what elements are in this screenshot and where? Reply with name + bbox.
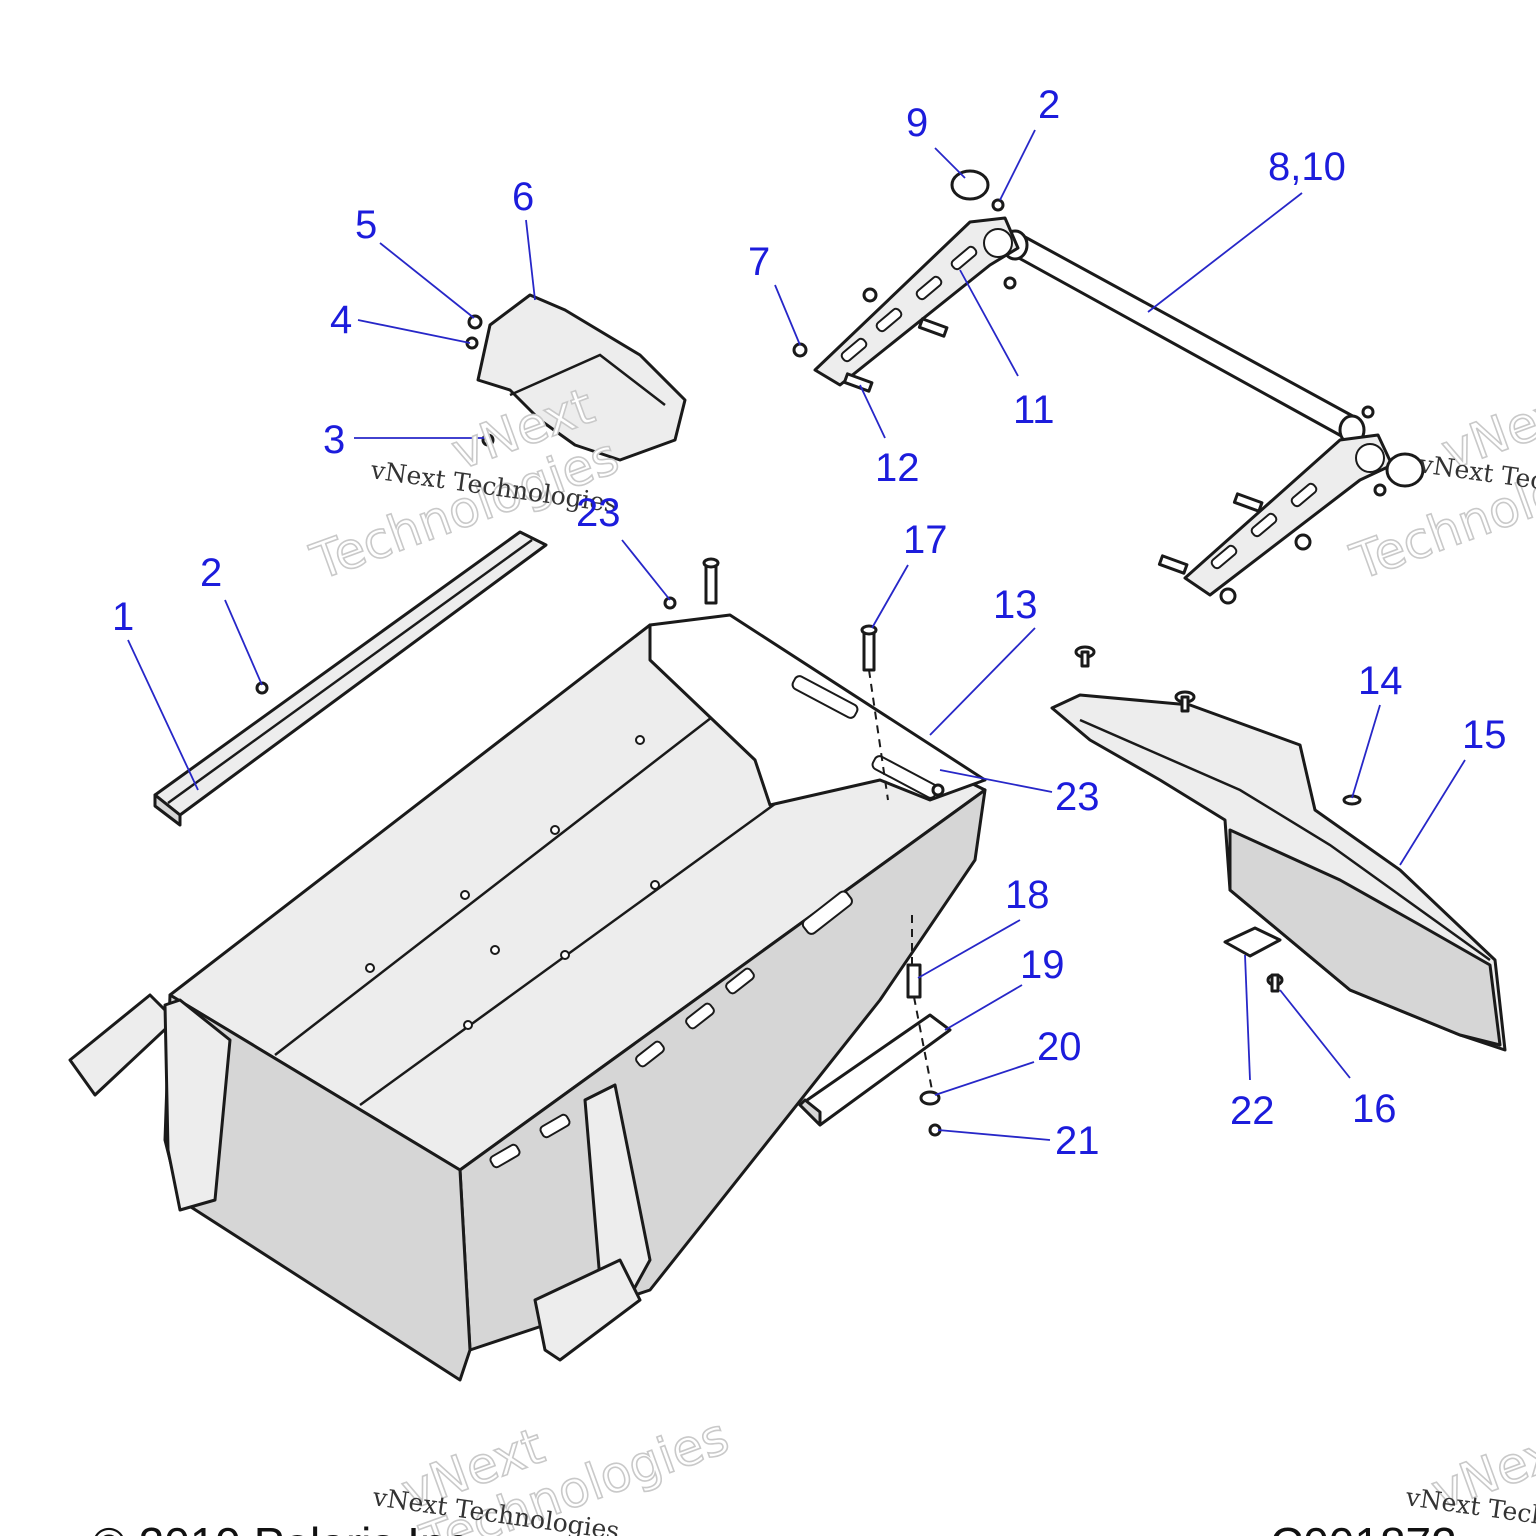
callout-1: 1 — [112, 595, 134, 639]
callout-22: 22 — [1230, 1089, 1275, 1133]
callout-12: 12 — [875, 446, 920, 490]
callout-4: 4 — [330, 298, 352, 342]
callout-labels: 1 2 2 3 4 5 6 7 8,10 9 11 12 13 14 15 16… — [112, 83, 1507, 1163]
callout-8-10: 8,10 — [1268, 145, 1346, 189]
part-9-grommet — [950, 169, 1425, 488]
footer-copyright: © 2019 Polaris Inc. — [92, 1518, 481, 1536]
cargo-box — [68, 613, 987, 1382]
part-6-shield — [465, 293, 687, 462]
part-11-arm-lower — [1183, 433, 1394, 597]
callout-11: 11 — [1013, 388, 1055, 432]
part-22-plate — [1223, 926, 1282, 958]
footer-diagram-code: C001872 — [1270, 1518, 1457, 1536]
callout-16: 16 — [1352, 1087, 1397, 1131]
callout-5: 5 — [355, 203, 377, 247]
fasteners — [255, 198, 1387, 1137]
callout-13: 13 — [993, 583, 1038, 627]
callout-7: 7 — [748, 240, 770, 284]
callout-18: 18 — [1005, 873, 1050, 917]
part-15-fender — [1050, 693, 1507, 1052]
callout-17: 17 — [903, 518, 948, 562]
part-11-arm-upper — [813, 216, 1020, 387]
callout-21: 21 — [1055, 1119, 1100, 1163]
callout-2-top: 2 — [1038, 83, 1060, 127]
callout-20: 20 — [1037, 1025, 1082, 1069]
callout-23-right: 23 — [1055, 775, 1100, 819]
part-19-step — [798, 1013, 952, 1127]
callout-2-left: 2 — [200, 551, 222, 595]
part-1-rail — [153, 530, 548, 827]
callout-15: 15 — [1462, 713, 1507, 757]
callout-14: 14 — [1358, 659, 1403, 703]
callout-19: 19 — [1020, 943, 1065, 987]
callout-3: 3 — [323, 418, 345, 462]
callout-23-left: 23 — [576, 491, 621, 535]
callout-6: 6 — [512, 175, 534, 219]
callout-9: 9 — [906, 101, 928, 145]
leader-lines — [127, 129, 1466, 1141]
part-8-10-tube — [1001, 229, 1366, 446]
